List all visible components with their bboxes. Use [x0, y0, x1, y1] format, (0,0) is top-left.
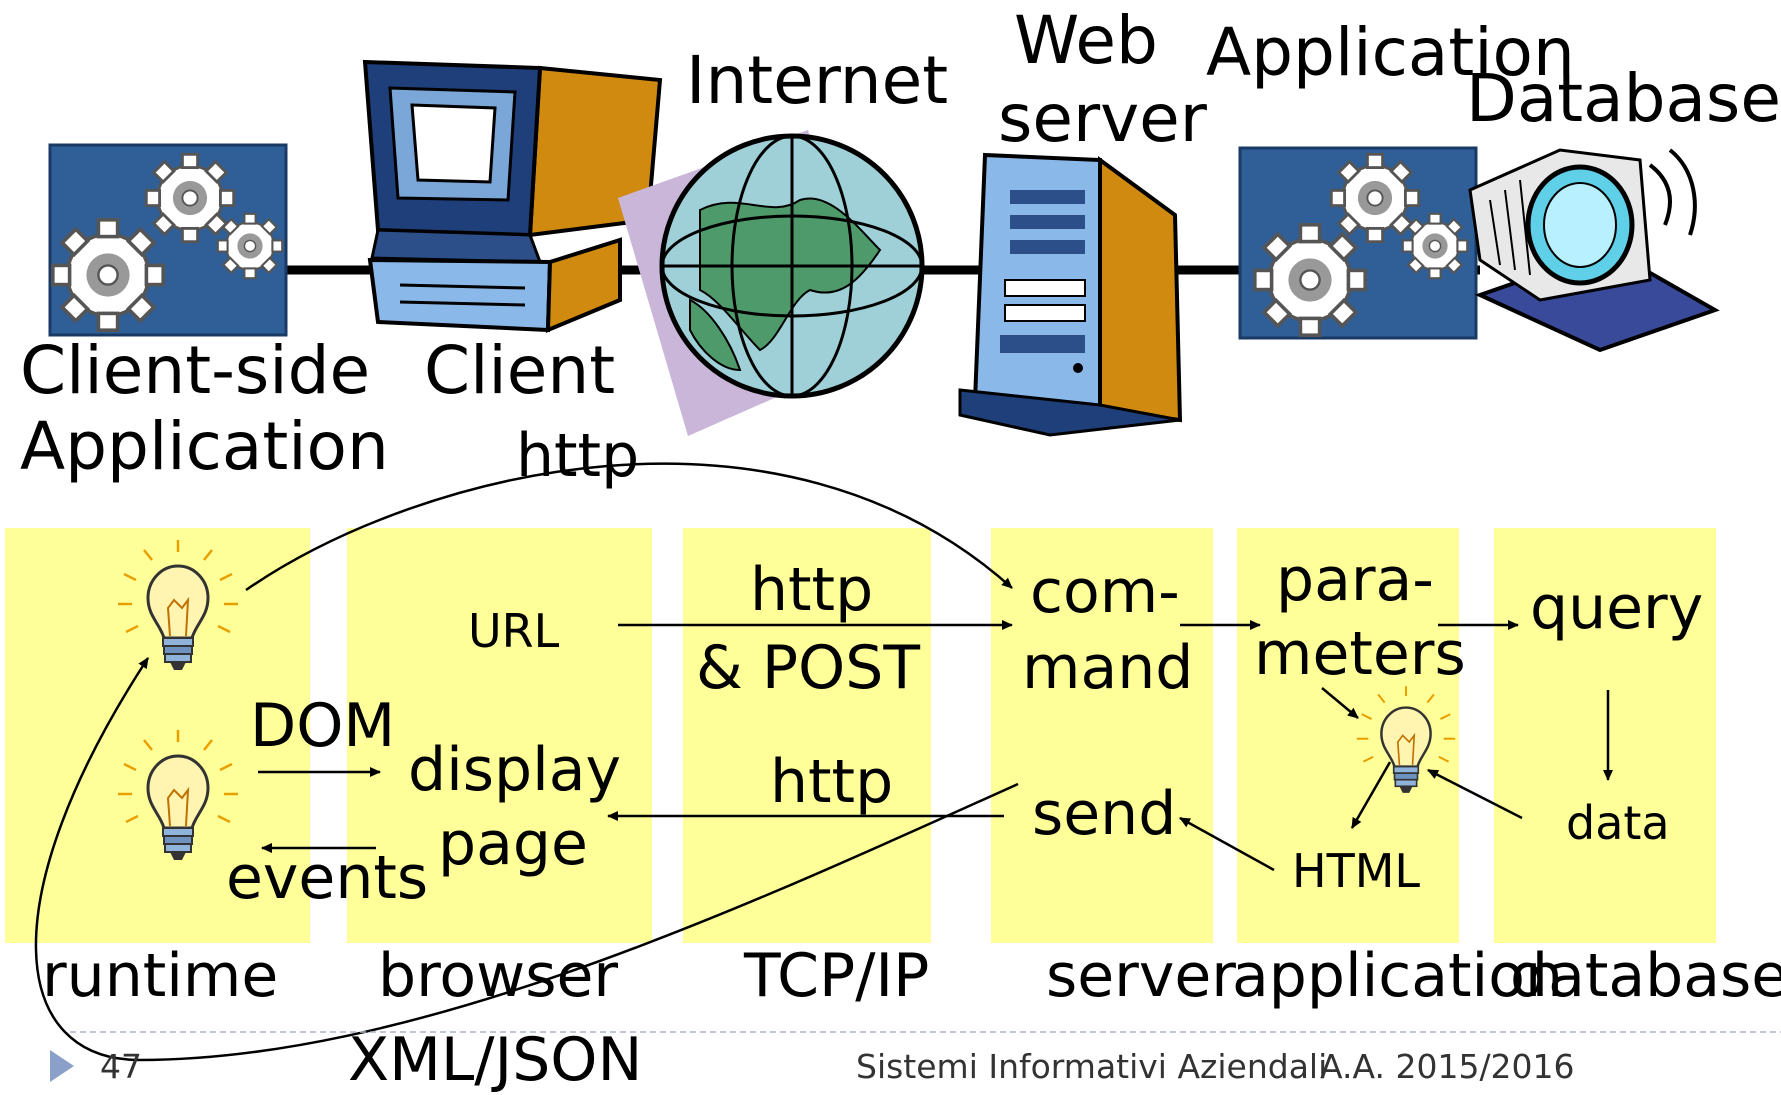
gears-icon [48, 143, 288, 337]
label-internet: Internet [686, 42, 949, 119]
layer-server: server [1046, 941, 1236, 1011]
arrow-http-request [245, 462, 1013, 592]
label-command-line1: com- [1030, 557, 1180, 627]
arrow-params-app [1321, 687, 1359, 719]
label-display-line2: page [438, 809, 588, 879]
column-database [1494, 528, 1716, 943]
bullet-triangle-icon [50, 1050, 74, 1082]
label-client-side-line1: Client-side [20, 332, 371, 409]
label-command-line2: mand [1022, 633, 1194, 703]
label-dom: DOM [250, 691, 396, 761]
footer-page-number: 47 [100, 1047, 142, 1086]
label-http-request-line1: http [750, 555, 874, 625]
label-client-side-line2: Application [20, 408, 389, 485]
label-send: send [1032, 779, 1177, 849]
arrow-data-app [1427, 768, 1523, 820]
label-parameters-line1: para- [1276, 545, 1434, 615]
lightbulb-icon [116, 538, 240, 672]
layer-tcpip: TCP/IP [744, 941, 930, 1011]
globe-icon [618, 130, 925, 436]
column-tcpip [683, 528, 931, 943]
label-client: Client [424, 332, 616, 409]
arrow-app-html [1350, 761, 1392, 829]
lightbulb-icon [116, 728, 240, 862]
label-data: data [1566, 796, 1670, 850]
label-http-response: http [770, 747, 894, 817]
layer-application: application [1232, 941, 1563, 1011]
label-html: HTML [1292, 844, 1421, 898]
label-query: query [1530, 573, 1704, 643]
label-application: Application [1206, 14, 1575, 91]
label-url: URL [468, 604, 560, 658]
layer-browser: browser [378, 941, 619, 1011]
label-xml-json: XML/JSON [348, 1025, 643, 1095]
label-display-line1: display [408, 735, 622, 805]
server-tower-icon [958, 152, 1183, 437]
arrow-xml-json [34, 657, 1019, 1062]
label-http-request-line2: & POST [696, 633, 921, 703]
label-web-line2: server [998, 80, 1207, 157]
footer-year: A.A. 2015/2016 [1320, 1047, 1575, 1086]
label-events: events [226, 843, 429, 913]
label-web-line1: Web [1014, 2, 1158, 79]
column-server [991, 528, 1213, 943]
label-parameters-line2: meters [1254, 619, 1466, 689]
layer-database: database [1510, 941, 1781, 1011]
column-browser [347, 528, 652, 943]
database-icon [1468, 148, 1720, 353]
computer-icon [362, 59, 663, 334]
footer-course: Sistemi Informativi Aziendali [856, 1047, 1328, 1086]
gears-icon [1238, 146, 1478, 340]
arrow-html-send [1179, 816, 1275, 872]
layer-runtime: runtime [42, 941, 279, 1011]
label-http-top: http [516, 421, 640, 491]
label-database: Database [1466, 60, 1781, 137]
